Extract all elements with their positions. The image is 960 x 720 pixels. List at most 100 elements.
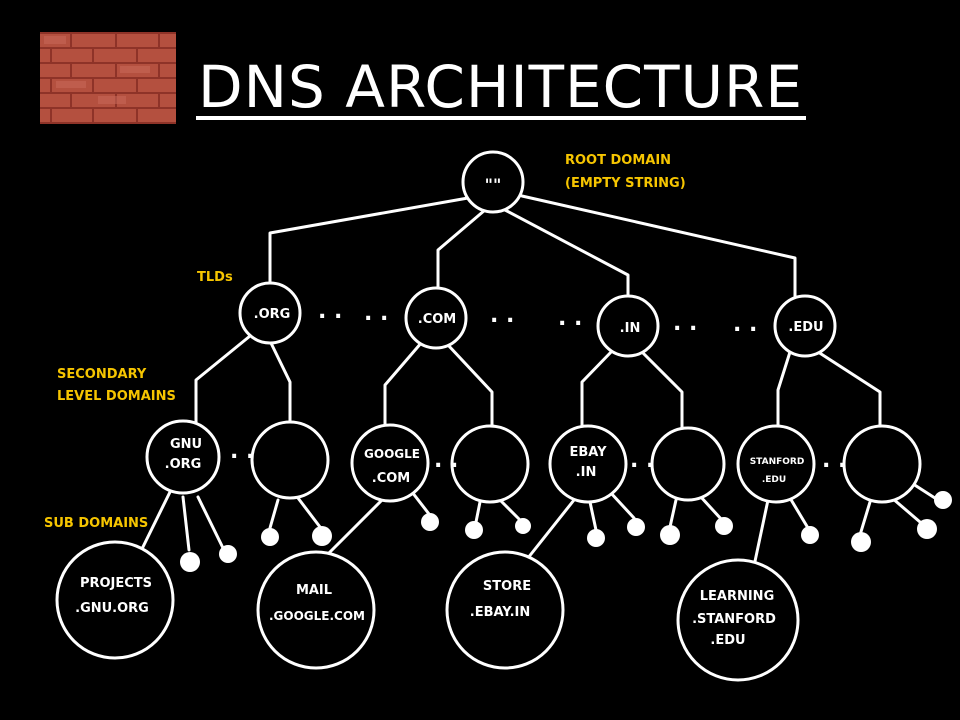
sld-node-stanford xyxy=(736,424,816,504)
tld-node-org xyxy=(238,281,302,345)
edge-stanford-learning xyxy=(752,498,770,568)
ellipsis: . . xyxy=(490,303,514,328)
leaf-node xyxy=(465,521,483,539)
leaf-node xyxy=(587,529,605,547)
sub-node-store xyxy=(445,550,565,670)
ellipsis: . . xyxy=(673,311,697,336)
leaf-node xyxy=(515,518,531,534)
sub-node-learning xyxy=(676,558,800,682)
edge-blank2-leaf1 xyxy=(474,500,482,524)
edge-edu-blank xyxy=(813,348,882,430)
title-underline xyxy=(196,116,806,120)
leaf-node xyxy=(917,519,937,539)
stanford-label: STANFORD xyxy=(750,457,805,467)
edge-ebay-leaf1 xyxy=(588,500,598,532)
edge-org-blank xyxy=(268,339,292,425)
edge-google-leaf xyxy=(410,490,431,516)
ellipsis: . . xyxy=(822,448,846,473)
leaf-node xyxy=(627,518,645,536)
learning-label: .STANFORD xyxy=(692,612,776,627)
sld-node-ebay xyxy=(548,424,628,504)
edge-root-edu xyxy=(520,194,797,300)
ebay-label: .IN xyxy=(576,465,597,480)
ellipsis: . . xyxy=(733,312,757,337)
store-label: STORE xyxy=(483,579,531,594)
edge-stanford-leaf xyxy=(788,496,810,530)
learning-label: .EDU xyxy=(710,633,745,648)
leaf-node xyxy=(421,513,439,531)
tlds-label: TLDs xyxy=(197,270,233,285)
edge-gnu-leaf2 xyxy=(196,495,225,550)
leaf-node xyxy=(312,526,332,546)
stanford-label: .EDU xyxy=(762,475,786,485)
leaf-node xyxy=(180,552,200,572)
root-domain-sublabel: (EMPTY STRING) xyxy=(565,176,686,191)
secondary-level-label: SECONDARY xyxy=(57,367,147,382)
leaf-node xyxy=(934,491,952,509)
projects-label: PROJECTS xyxy=(80,576,152,591)
edge-root-in xyxy=(503,208,630,300)
edge-gnu-projects xyxy=(136,490,172,559)
ellipsis: . . xyxy=(364,301,388,326)
root-node-label: "" xyxy=(485,175,502,194)
brick-wall-icon xyxy=(40,32,176,124)
tld-in-label: .IN xyxy=(620,321,641,336)
leaf-node xyxy=(851,532,871,552)
store-label: .EBAY.IN xyxy=(470,605,530,620)
projects-label: .GNU.ORG xyxy=(75,601,149,616)
leaf-node xyxy=(660,525,680,545)
ellipsis: . . xyxy=(434,448,458,473)
edge-google-mail xyxy=(318,498,384,564)
sld-node-blank-4 xyxy=(842,424,922,504)
gnu-label: .ORG xyxy=(165,457,202,472)
sld-node-blank-1 xyxy=(250,420,330,500)
sub-domains-label: SUB DOMAINS xyxy=(44,516,148,531)
leaf-node xyxy=(715,517,733,535)
ellipsis: . . xyxy=(558,306,582,331)
tld-node-in xyxy=(596,294,660,358)
leaf-node xyxy=(219,545,237,563)
ellipsis: . . xyxy=(230,439,254,464)
google-label: GOOGLE xyxy=(364,447,420,461)
page-title: DNS ARCHITECTURE xyxy=(198,53,804,121)
edge-blank3-leaf1 xyxy=(668,498,678,529)
gnu-label: GNU xyxy=(170,437,202,452)
tld-edu-label: .EDU xyxy=(788,320,823,335)
google-label: .COM xyxy=(372,471,410,486)
ellipsis: . . xyxy=(318,299,342,324)
edge-in-ebay xyxy=(580,348,615,432)
ellipsis: . . xyxy=(630,448,654,473)
sld-node-blank-2 xyxy=(450,424,530,504)
edge-blank4-leaf2 xyxy=(890,496,922,524)
tld-node-com xyxy=(404,286,468,350)
sld-node-blank-3 xyxy=(650,426,726,502)
mail-label: .GOOGLE.COM xyxy=(269,609,365,623)
edge-blank2-leaf2 xyxy=(498,498,522,522)
leaf-node xyxy=(261,528,279,546)
edge-ebay-leaf2 xyxy=(608,490,636,520)
sld-node-google xyxy=(350,423,430,503)
edge-blank3-leaf2 xyxy=(698,494,724,522)
edge-blank1-leaf2 xyxy=(296,496,322,529)
edge-in-blank xyxy=(638,348,684,432)
tld-com-label: .COM xyxy=(418,312,456,327)
sld-node-gnu xyxy=(145,419,221,495)
leaf-node xyxy=(801,526,819,544)
edge-blank4-leaf1 xyxy=(858,500,872,537)
ebay-label: EBAY xyxy=(569,445,607,460)
edge-org-gnu xyxy=(194,334,252,426)
edge-gnu-leaf1 xyxy=(181,495,191,552)
edge-root-org xyxy=(268,196,470,287)
tld-node-edu xyxy=(773,294,837,358)
edge-com-blank xyxy=(446,343,494,430)
learning-label: LEARNING xyxy=(700,589,775,604)
sub-node-mail xyxy=(256,550,376,670)
edge-blank1-leaf1 xyxy=(268,498,280,530)
edge-root-com xyxy=(436,208,487,290)
root-domain-label: ROOT DOMAIN xyxy=(565,153,671,168)
mail-label: MAIL xyxy=(296,583,332,598)
root-node xyxy=(461,150,525,214)
edge-com-google xyxy=(383,340,424,427)
sub-node-projects xyxy=(55,540,175,660)
